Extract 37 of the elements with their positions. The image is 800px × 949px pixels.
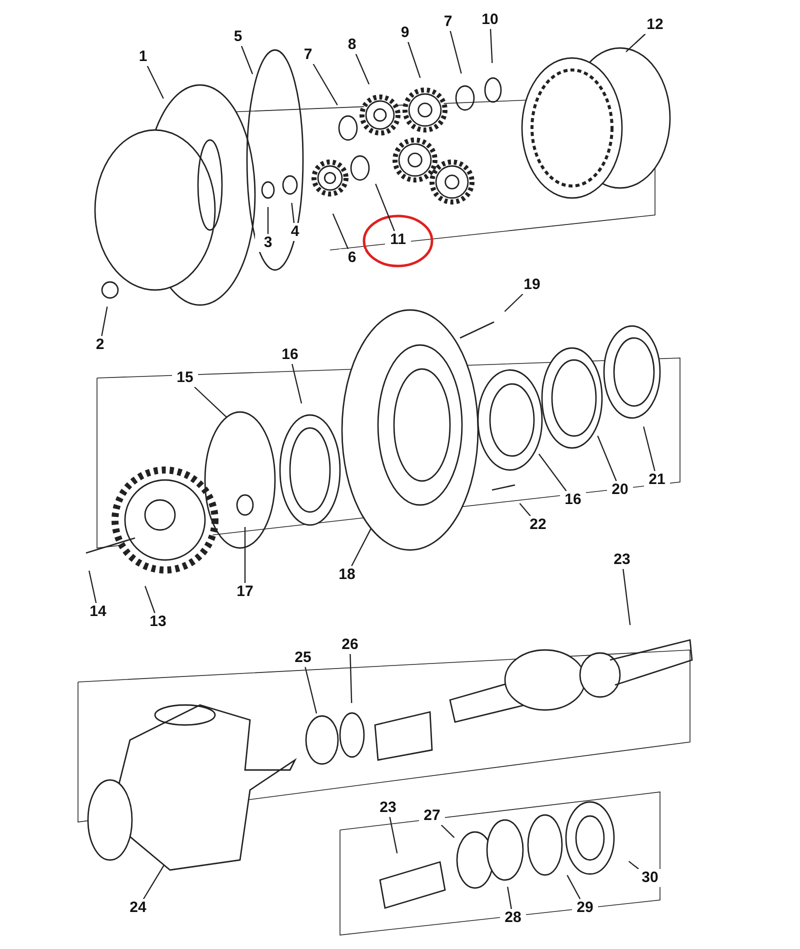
leader-line xyxy=(292,364,302,404)
leader-line xyxy=(146,66,164,99)
callout-number: 27 xyxy=(419,807,445,825)
leader-line xyxy=(194,386,228,418)
leader-line xyxy=(88,570,97,604)
leader-line xyxy=(507,886,512,910)
leader-line xyxy=(519,503,531,516)
leader-line xyxy=(332,214,349,250)
leader-line xyxy=(350,654,352,704)
callout-number: 15 xyxy=(172,369,198,387)
leader-line xyxy=(240,46,254,74)
leader-line xyxy=(440,824,455,838)
leader-line xyxy=(389,816,398,854)
leader-line xyxy=(304,666,318,714)
leader-line xyxy=(101,306,108,336)
leader-line xyxy=(504,294,524,312)
callout-number: 21 xyxy=(644,471,670,489)
leader-line xyxy=(643,426,656,472)
leader-line xyxy=(450,30,462,74)
leader-line xyxy=(622,568,631,626)
leader-line xyxy=(244,527,246,583)
leader-line xyxy=(628,860,639,870)
leader-line xyxy=(375,184,395,232)
leader-line xyxy=(267,207,269,234)
leader-line xyxy=(351,528,372,566)
leader-line xyxy=(566,874,581,900)
leader-line xyxy=(408,42,421,78)
leader-line xyxy=(355,54,370,84)
leader-line xyxy=(490,28,493,64)
leader-line xyxy=(597,436,617,482)
leader-line xyxy=(142,864,165,900)
leader-line xyxy=(538,454,567,492)
leader-line xyxy=(291,202,295,224)
leader-line xyxy=(312,64,338,106)
leader-line xyxy=(144,586,156,614)
callout-number: 30 xyxy=(637,869,663,887)
leader-line xyxy=(626,34,646,52)
